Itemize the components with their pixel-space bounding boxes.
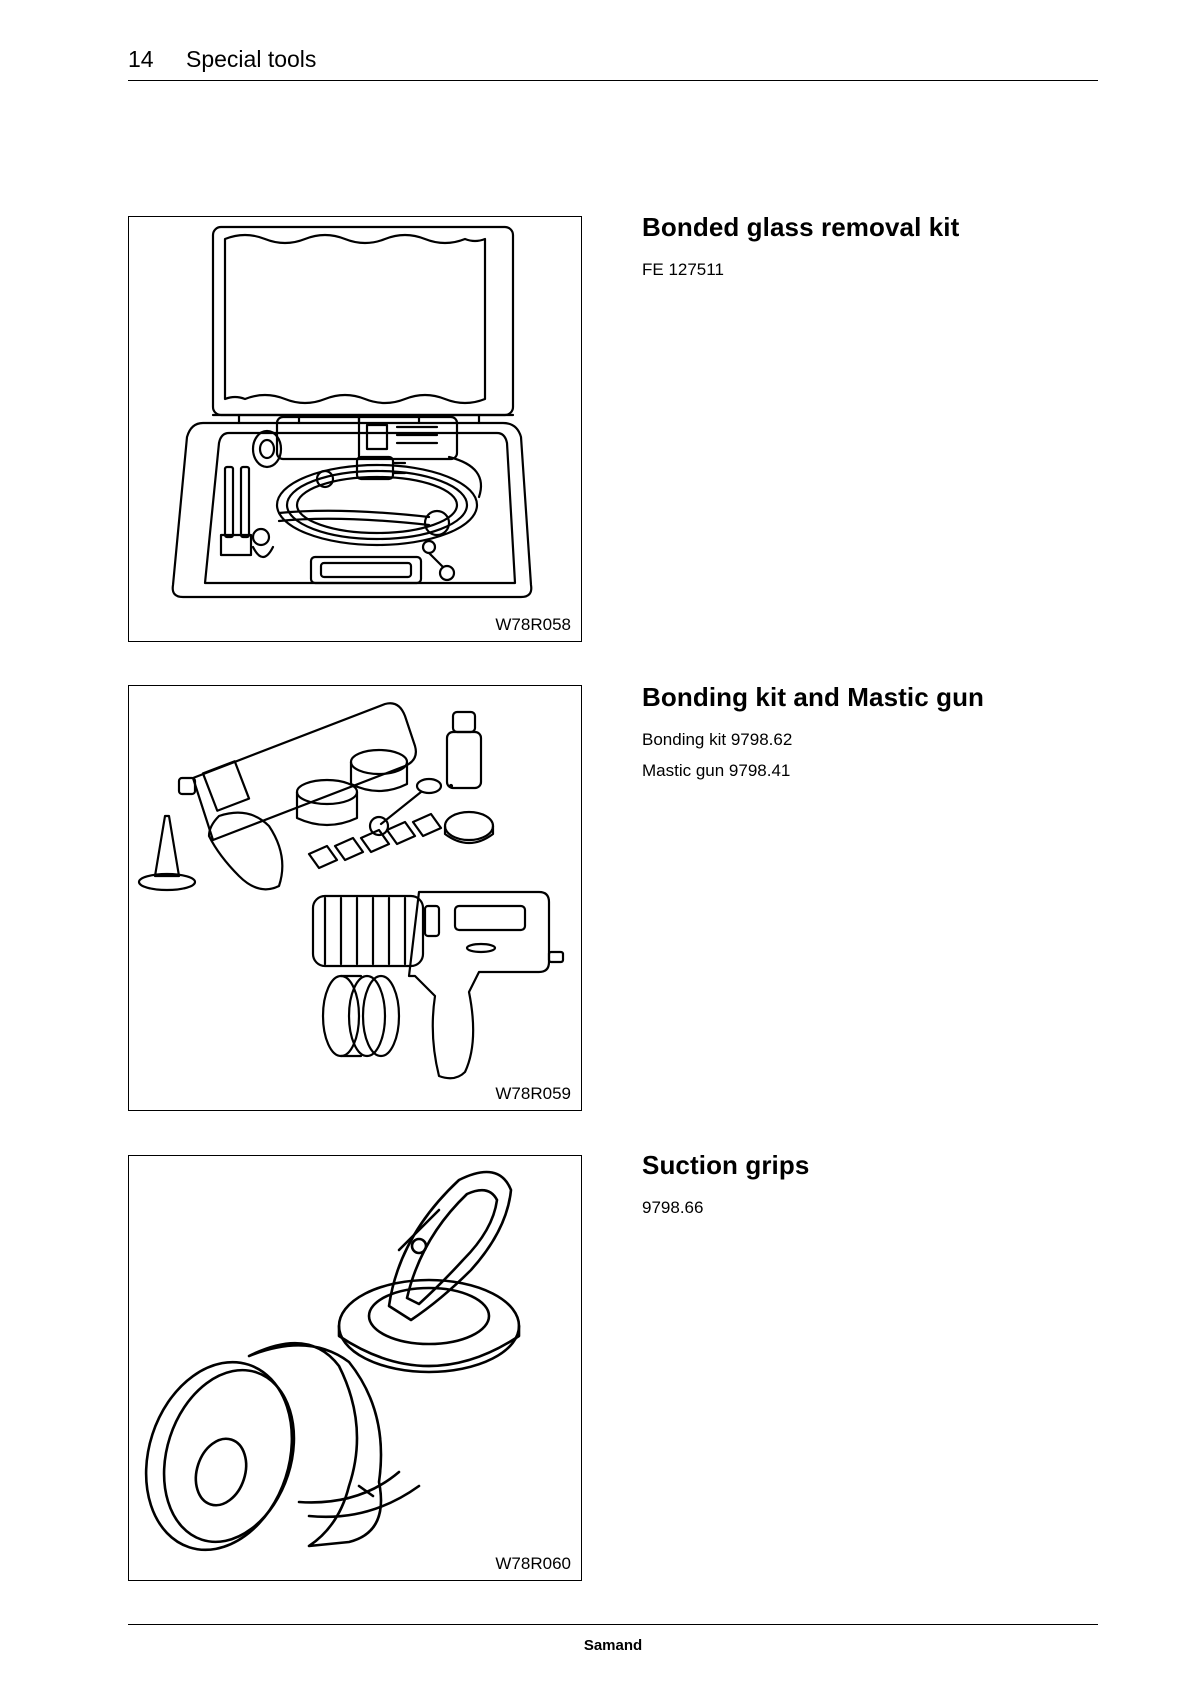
entry-title: Bonded glass removal kit	[642, 212, 1092, 243]
entry-title: Suction grips	[642, 1150, 1092, 1181]
page-footer: Samand	[128, 1624, 1098, 1625]
entry-line-bonding-kit: Bonding kit 9798.62	[642, 731, 1092, 748]
suction-grips-illustration	[129, 1156, 583, 1582]
figure-code: W78R058	[495, 615, 571, 635]
removal-kit-illustration	[129, 217, 583, 643]
page-number: 14	[128, 46, 154, 73]
figure-suction-grips: W78R060	[128, 1155, 582, 1581]
section-title: Special tools	[186, 46, 316, 73]
entry-part-number: FE 127511	[642, 261, 1092, 278]
page-header: 14 Special tools	[128, 44, 1098, 81]
entry-suction-grips: Suction grips 9798.66	[642, 1150, 1092, 1216]
entry-bonding-kit: Bonding kit and Mastic gun Bonding kit 9…	[642, 682, 1092, 779]
entry-removal-kit: Bonded glass removal kit FE 127511	[642, 212, 1092, 278]
entry-line-mastic-gun: Mastic gun 9798.41	[642, 762, 1092, 779]
figure-code: W78R060	[495, 1554, 571, 1574]
entry-part-number: 9798.66	[642, 1199, 1092, 1216]
figure-removal-kit: W78R058	[128, 216, 582, 642]
entry-title: Bonding kit and Mastic gun	[642, 682, 1092, 713]
figure-bonding-kit: W78R059	[128, 685, 582, 1111]
figure-code: W78R059	[495, 1084, 571, 1104]
bonding-kit-illustration	[129, 686, 583, 1112]
footer-brand: Samand	[128, 1637, 1098, 1654]
